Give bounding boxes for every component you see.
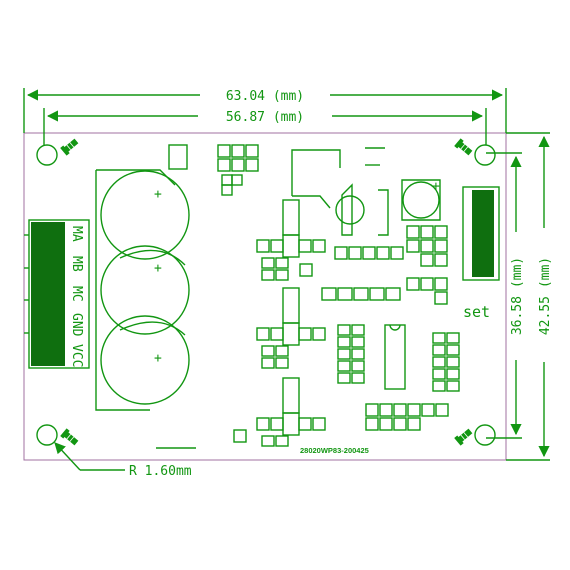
capacitor-bank: + + + [95, 169, 190, 411]
svg-text:+: + [154, 261, 162, 276]
terminal-connector [24, 219, 90, 369]
connector-label-mc: MC [69, 286, 84, 302]
overall-height-label: 42.55 (mm) [538, 257, 553, 335]
smd-pad [245, 144, 259, 158]
board-model-text: 28020WP83-200425 [300, 446, 369, 455]
smd-pad [221, 184, 233, 196]
screw-icon [454, 428, 473, 446]
connector-label-vcc: VCC [69, 344, 84, 367]
mosfet-group-1 [256, 199, 326, 281]
screw-icon [60, 428, 79, 446]
connector-label-gnd: GND [69, 313, 84, 337]
smd-pad [245, 158, 259, 172]
mosfet-group-3 [233, 377, 326, 447]
overall-width-label: 63.04 (mm) [226, 89, 304, 104]
trace [292, 195, 331, 209]
dim-overall-height: 42.55 (mm) [506, 132, 553, 461]
set-label: set [463, 303, 490, 321]
dim-overall-width: 63.04 (mm) [23, 88, 507, 133]
smd-bottom-row [365, 403, 449, 431]
set-button-body [472, 190, 494, 277]
mounting-width-label: 56.87 (mm) [226, 110, 304, 125]
mosfet-group-2 [256, 287, 326, 369]
smd-component [168, 144, 188, 170]
hole-radius-callout: R 1.60mm [54, 442, 192, 479]
dim-mounting-width: 56.87 (mm) [43, 108, 487, 145]
dim-mounting-height: 36.58 (mm) [486, 152, 525, 439]
screw-icon [454, 138, 473, 156]
connector-label-ma: MA [69, 226, 84, 242]
ic-chip [384, 324, 406, 390]
smd-pad [217, 158, 231, 172]
smd-pad [231, 144, 245, 158]
board-outline [23, 132, 507, 461]
svg-text:+: + [154, 351, 162, 366]
mounting-height-label: 36.58 (mm) [510, 257, 525, 335]
screw-icon [60, 138, 79, 156]
connector-label-mb: MB [69, 256, 84, 272]
svg-text:+: + [154, 187, 162, 202]
ic-pads [337, 324, 460, 392]
mounting-hole-top-right [474, 144, 496, 166]
mounting-hole-top-left [36, 144, 58, 166]
smd-row [321, 246, 404, 301]
regulator-capacitors: + [335, 179, 441, 236]
mounting-hole-bottom-right [474, 424, 496, 446]
mounting-hole-bottom-left [36, 424, 58, 446]
hole-radius-label: R 1.60mm [129, 464, 192, 479]
smd-pad [217, 144, 231, 158]
trace [291, 149, 341, 196]
set-button [462, 186, 500, 281]
svg-text:+: + [432, 179, 440, 194]
smd-pad [231, 158, 245, 172]
smd-pad [221, 174, 233, 186]
smd-cluster-right [406, 225, 448, 305]
smd-pad [231, 174, 243, 186]
